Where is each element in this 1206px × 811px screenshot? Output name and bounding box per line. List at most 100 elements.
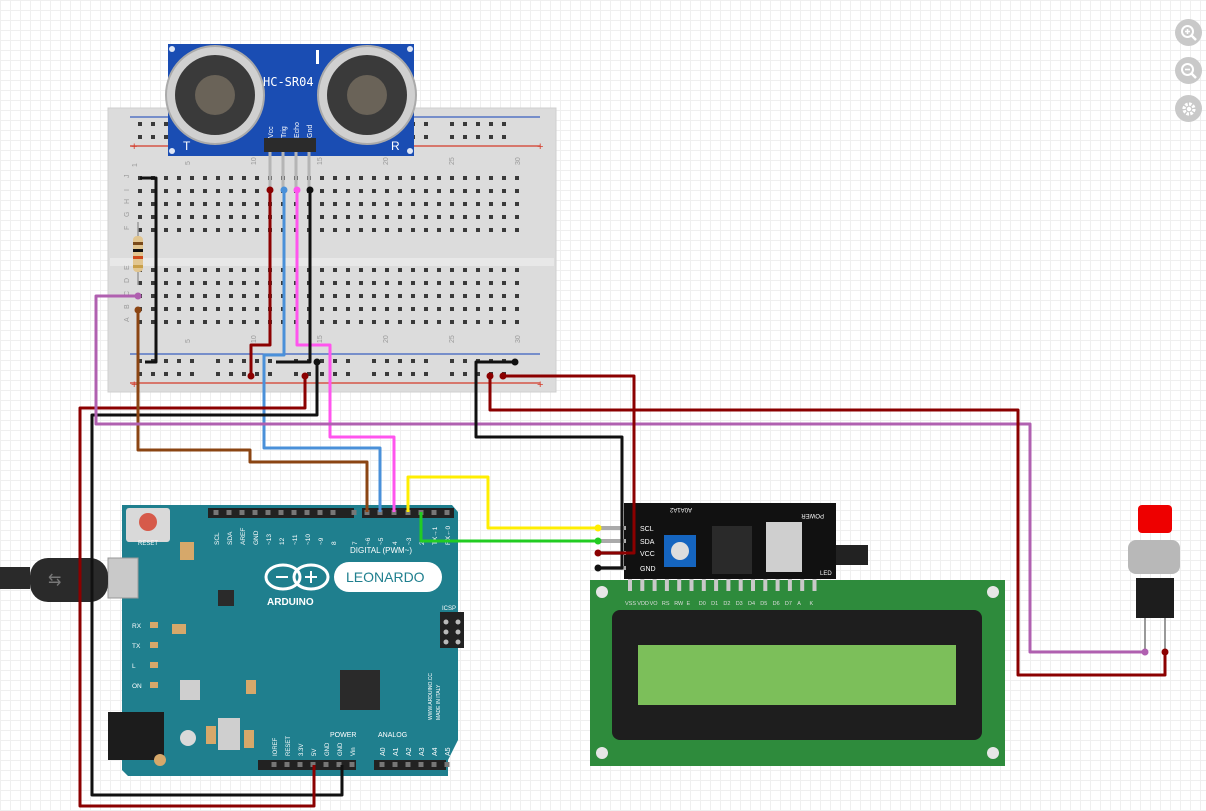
breadboard-hole[interactable] [489,268,493,272]
breadboard-hole[interactable] [463,176,467,180]
breadboard-hole[interactable] [424,228,428,232]
rail-hole[interactable] [489,122,493,126]
breadboard-hole[interactable] [463,189,467,193]
breadboard-hole[interactable] [502,176,506,180]
breadboard-hole[interactable] [177,268,181,272]
breadboard-hole[interactable] [489,281,493,285]
breadboard-hole[interactable] [164,307,168,311]
rail-hole[interactable] [463,359,467,363]
breadboard-hole[interactable] [320,202,324,206]
breadboard-hole[interactable] [450,281,454,285]
breadboard-hole[interactable] [476,294,480,298]
breadboard-hole[interactable] [242,294,246,298]
breadboard-hole[interactable] [255,281,259,285]
zoom-out-button[interactable] [1175,57,1202,84]
rail-hole[interactable] [151,122,155,126]
breadboard-hole[interactable] [177,294,181,298]
breadboard-hole[interactable] [229,294,233,298]
breadboard-hole[interactable] [476,281,480,285]
breadboard-hole[interactable] [424,320,428,324]
breadboard-hole[interactable] [203,281,207,285]
rail-hole[interactable] [372,372,376,376]
breadboard-hole[interactable] [476,189,480,193]
breadboard-hole[interactable] [463,202,467,206]
breadboard-hole[interactable] [242,215,246,219]
breadboard-hole[interactable] [216,176,220,180]
breadboard-hole[interactable] [372,176,376,180]
breadboard-hole[interactable] [216,268,220,272]
breadboard-hole[interactable] [320,215,324,219]
breadboard-hole[interactable] [346,281,350,285]
breadboard-hole[interactable] [463,228,467,232]
breadboard-hole[interactable] [398,307,402,311]
breadboard-hole[interactable] [203,320,207,324]
breadboard-hole[interactable] [203,268,207,272]
breadboard-hole[interactable] [216,202,220,206]
rail-hole[interactable] [463,122,467,126]
breadboard-hole[interactable] [424,189,428,193]
breadboard-hole[interactable] [359,215,363,219]
breadboard-hole[interactable] [203,202,207,206]
breadboard-hole[interactable] [424,268,428,272]
rail-hole[interactable] [229,372,233,376]
breadboard-hole[interactable] [372,320,376,324]
breadboard-hole[interactable] [151,215,155,219]
header-pin[interactable] [239,510,245,515]
breadboard-hole[interactable] [476,307,480,311]
header-pin[interactable] [418,762,424,767]
breadboard-hole[interactable] [450,307,454,311]
header-pin[interactable] [444,510,450,515]
rail-hole[interactable] [502,122,506,126]
breadboard-hole[interactable] [320,320,324,324]
breadboard-hole[interactable] [138,202,142,206]
breadboard-hole[interactable] [333,268,337,272]
header-pin[interactable] [252,510,258,515]
rail-hole[interactable] [489,135,493,139]
breadboard-hole[interactable] [476,320,480,324]
breadboard-hole[interactable] [372,294,376,298]
breadboard-hole[interactable] [424,202,428,206]
rail-hole[interactable] [320,359,324,363]
rail-hole[interactable] [190,359,194,363]
lcd-pin[interactable] [701,579,706,591]
breadboard-hole[interactable] [164,294,168,298]
sensor-pin[interactable] [281,152,285,190]
breadboard-hole[interactable] [515,176,519,180]
rail-hole[interactable] [138,359,142,363]
header-pin[interactable] [317,510,323,515]
rail-hole[interactable] [177,372,181,376]
breadboard-hole[interactable] [346,268,350,272]
breadboard-hole[interactable] [398,215,402,219]
breadboard-hole[interactable] [411,268,415,272]
header-pin[interactable] [278,510,284,515]
breadboard-hole[interactable] [411,202,415,206]
breadboard-hole[interactable] [164,202,168,206]
breadboard-hole[interactable] [242,320,246,324]
rail-hole[interactable] [268,359,272,363]
breadboard-hole[interactable] [346,176,350,180]
breadboard-hole[interactable] [242,202,246,206]
header-pin[interactable] [291,510,297,515]
breadboard-hole[interactable] [203,176,207,180]
rail-hole[interactable] [216,372,220,376]
breadboard-hole[interactable] [164,215,168,219]
breadboard-hole[interactable] [190,320,194,324]
breadboard-hole[interactable] [359,294,363,298]
breadboard-hole[interactable] [151,228,155,232]
breadboard-hole[interactable] [346,320,350,324]
breadboard-hole[interactable] [177,320,181,324]
breadboard-hole[interactable] [502,268,506,272]
breadboard-hole[interactable] [242,268,246,272]
breadboard-hole[interactable] [190,189,194,193]
header-pin[interactable] [323,762,329,767]
breadboard-hole[interactable] [164,268,168,272]
breadboard-hole[interactable] [515,307,519,311]
rail-hole[interactable] [164,359,168,363]
breadboard-hole[interactable] [216,294,220,298]
rail-hole[interactable] [242,372,246,376]
breadboard-hole[interactable] [203,294,207,298]
breadboard-hole[interactable] [437,215,441,219]
header-pin[interactable] [310,762,316,767]
header-pin[interactable] [379,762,385,767]
